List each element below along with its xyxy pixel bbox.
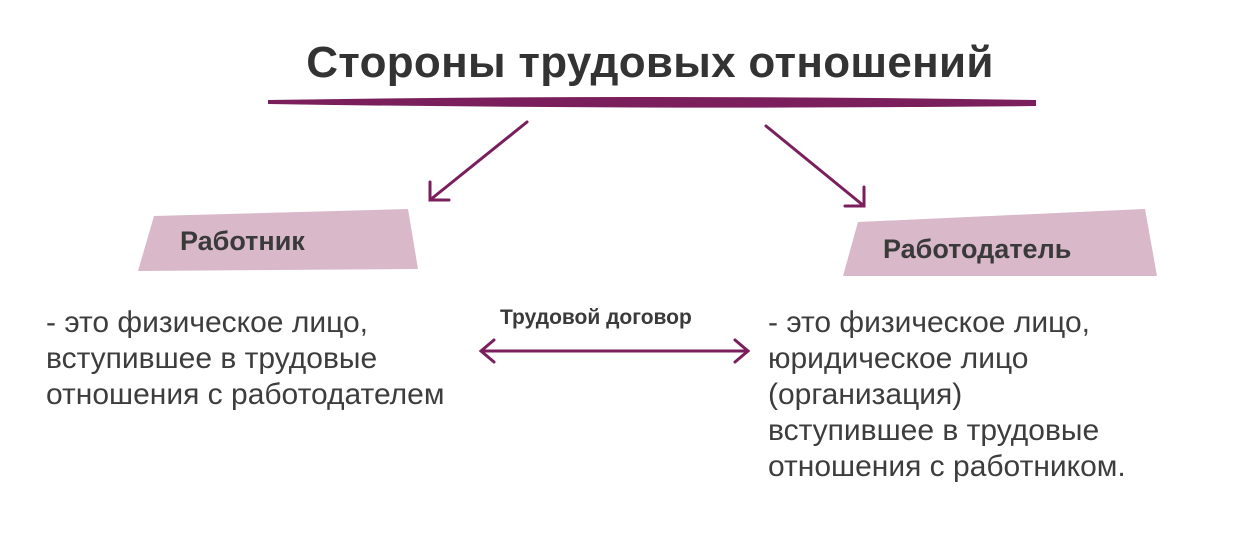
employer-description: - это физическое лицо, юридическое лицо … <box>768 305 1126 485</box>
contract-double-arrow <box>478 338 751 364</box>
employee-label: Работник <box>180 226 305 256</box>
employee-description: - это физическое лицо, вступившее в труд… <box>46 305 444 413</box>
employee-box <box>138 209 418 271</box>
employer-description-line: юридическое лицо <box>768 342 1029 375</box>
employee-description-line: - это физическое лицо, <box>46 306 368 339</box>
employer-box <box>843 209 1157 276</box>
employer-description-line: отношения с работником. <box>768 450 1126 483</box>
arrow-to-employee <box>428 120 529 202</box>
contract-label: Трудовой договор <box>500 306 692 329</box>
employer-description-line: (организация) <box>768 378 963 411</box>
employee-description-line: отношения с работодателем <box>46 378 445 411</box>
employer-description-line: - это физическое лицо, <box>768 306 1090 339</box>
title-underline <box>268 97 1036 108</box>
page-title: Стороны трудовых отношений <box>306 38 994 87</box>
employee-description-line: вступившее в трудовые <box>46 342 378 375</box>
employer-label: Работодатель <box>883 234 1072 264</box>
arrow-to-employer <box>764 124 866 208</box>
employer-description-line: вступившее в трудовые <box>768 414 1100 447</box>
